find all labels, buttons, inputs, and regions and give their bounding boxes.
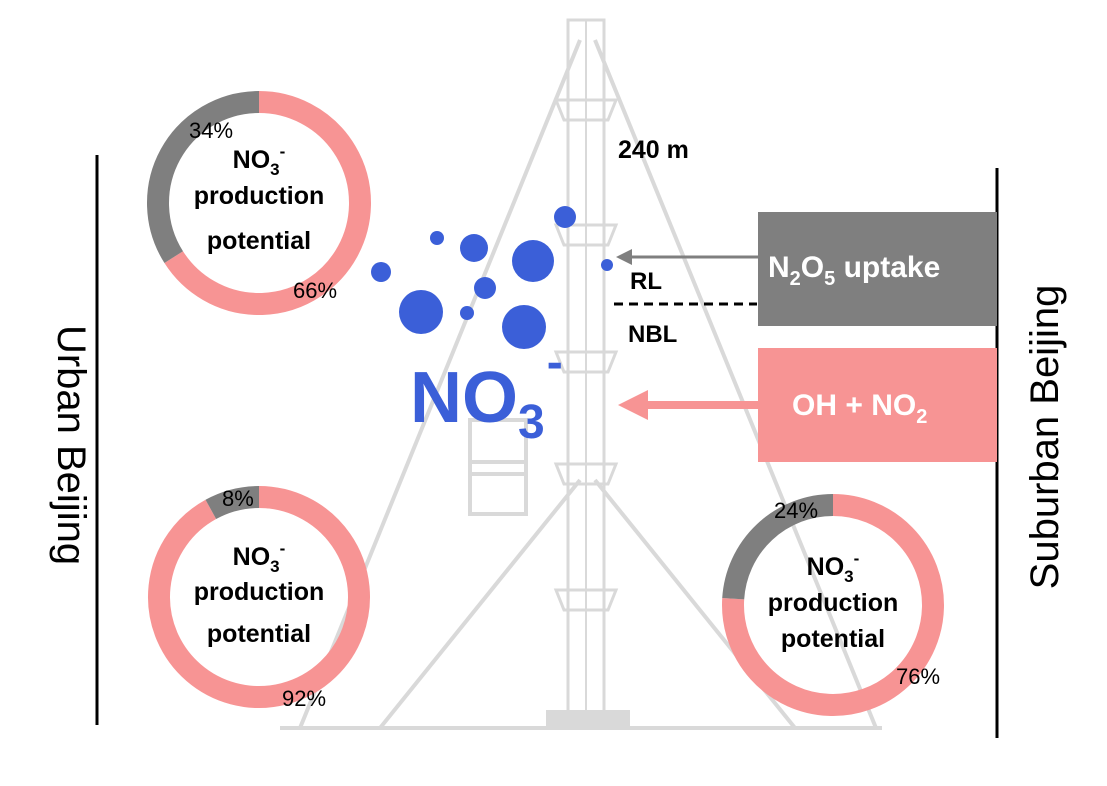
donut-percent-label: 8% [222,486,254,511]
donut-segment-pink [148,486,370,708]
donut-percent-label: 92% [282,686,326,711]
particle [371,262,391,282]
donut-center-label-line: potential [207,227,311,255]
n2o5-uptake-label: N2O5 uptake [768,251,940,290]
nitrate-label: NO3- [410,336,563,449]
donut-center-species-label: NO3- [233,539,286,576]
particle [512,240,554,282]
particle [399,290,443,334]
donut-percent-label: 24% [774,498,818,523]
donut-percent-label: 66% [293,278,337,303]
urban-beijing-label: Urban Beijing [49,325,93,565]
oh-no2-box [758,348,997,462]
donut-center-label-line: production [768,589,899,617]
particle [460,234,488,262]
donut-segment-grey [722,494,834,600]
donut-segment-grey [205,486,260,520]
oh-no2-arrow [618,390,758,420]
donut-segment-pink [164,91,371,315]
donut-percent-label: 34% [189,118,233,143]
suburban-beijing-label: Suburban Beijing [1023,285,1067,590]
donut-segment-pink [722,494,944,716]
particle [502,305,546,349]
particle [554,206,576,228]
particle [474,277,496,299]
donut-percent-label: 76% [896,664,940,689]
donut-center-label-line: production [194,182,325,210]
donut-charts: 34%66%NO3-productionpotential8%92%NO3-pr… [147,91,944,716]
particle [460,306,474,320]
donut-center-label-line: production [194,578,325,606]
particle [430,231,444,245]
donut-center-species-label: NO3- [807,549,860,586]
n2o5-arrow [616,249,758,265]
nocturnal-boundary-layer-label: NBL [628,321,677,348]
donut-segment-grey [147,91,260,264]
tower-height-label: 240 m [618,136,689,164]
particle-cluster [371,206,613,349]
n2o5-uptake-box [758,212,997,326]
oh-no2-label: OH + NO2 [792,389,927,428]
particle [601,259,613,271]
tower-illustration [280,18,882,730]
donut-center-species-label: NO3- [233,142,286,179]
residual-layer-label: RL [630,268,662,295]
donut-center-label-line: potential [207,620,311,648]
donut-center-label-line: potential [781,625,885,653]
